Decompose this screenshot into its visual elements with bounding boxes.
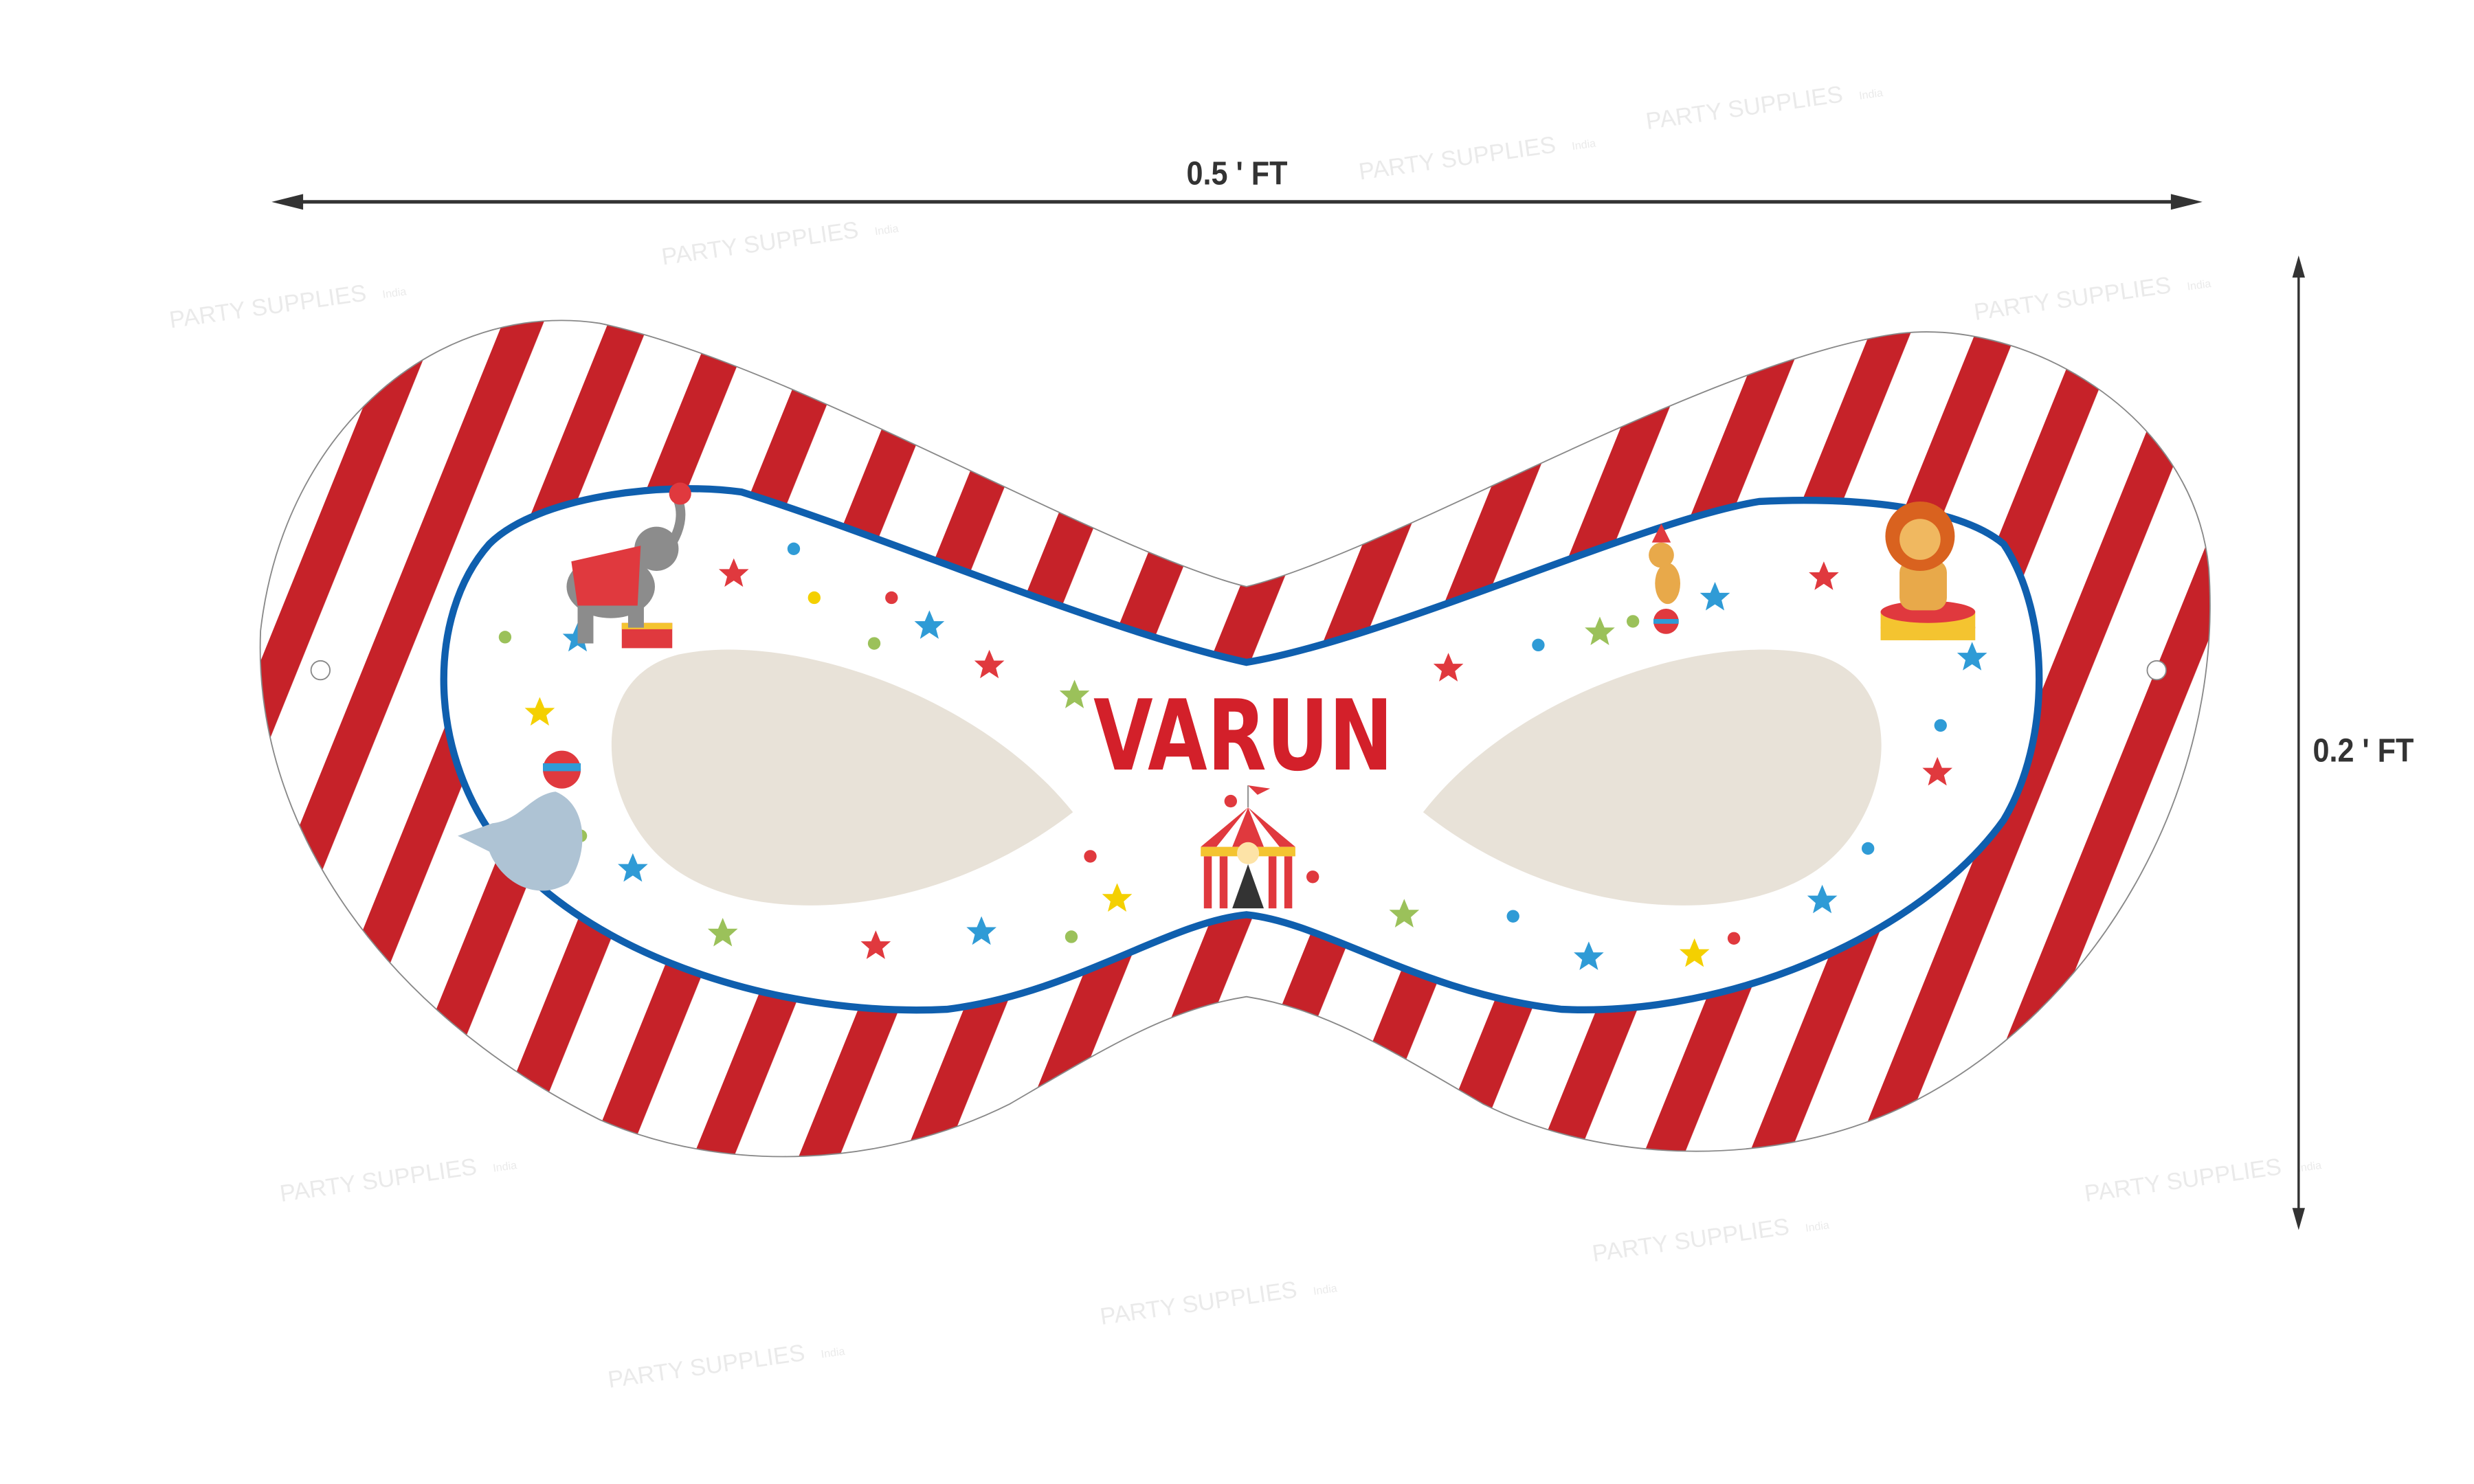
watermark-suffix: India (492, 1159, 517, 1175)
watermark-text: PARTY SUPPLIES (660, 217, 860, 271)
watermark-text: PARTY SUPPLIES (168, 280, 368, 334)
width-label: 0.5 ' FT (1187, 155, 1288, 192)
watermark-text: PARTY SUPPLIES (1645, 81, 1845, 135)
watermark-suffix: India (1805, 1219, 1830, 1235)
mask-name-text: VARUN (1093, 679, 1393, 793)
elephant-icon (566, 482, 691, 649)
height-dimension: 0.2 ' FT (2292, 255, 2414, 1230)
eye-hole-left (611, 649, 1073, 906)
watermark-text: PARTY SUPPLIES (1098, 1277, 1298, 1330)
watermark-text: PARTY SUPPLIES (606, 1340, 806, 1393)
eye-hole-right (1423, 649, 1882, 906)
dog-on-ball-icon (1649, 524, 1681, 634)
seal-icon (458, 750, 583, 891)
watermark-suffix: India (821, 1345, 846, 1361)
arrow-down-icon (2292, 1208, 2306, 1230)
watermark-suffix: India (381, 285, 407, 301)
lion-icon (1880, 501, 1976, 640)
watermark-text: PARTY SUPPLIES (278, 1154, 478, 1207)
watermark-suffix: India (2186, 278, 2211, 293)
mask: VARUN (259, 319, 2211, 1158)
watermark-text: PARTY SUPPLIES (1591, 1213, 1791, 1267)
watermark-text: PARTY SUPPLIES (1972, 272, 2172, 326)
arrow-up-icon (2292, 255, 2306, 278)
width-dimension: 0.5 ' FT (271, 155, 2203, 210)
height-label: 0.2 ' FT (2313, 732, 2414, 769)
watermark-suffix: India (2297, 1159, 2322, 1175)
string-hole-left (310, 660, 331, 681)
watermark-text: PARTY SUPPLIES (2083, 1154, 2283, 1207)
watermark-suffix: India (1858, 87, 1884, 102)
watermark-text: PARTY SUPPLIES (1357, 132, 1557, 186)
string-hole-right (2146, 660, 2167, 681)
circus-tent-icon (1201, 785, 1295, 909)
watermark-suffix: India (1571, 137, 1596, 153)
arrow-right-icon (2170, 194, 2203, 210)
watermark-suffix: India (874, 222, 900, 238)
arrow-left-icon (271, 194, 304, 210)
confetti-dots (498, 542, 1947, 945)
mask-outline (259, 319, 2211, 1158)
watermark-suffix: India (1313, 1282, 1338, 1298)
